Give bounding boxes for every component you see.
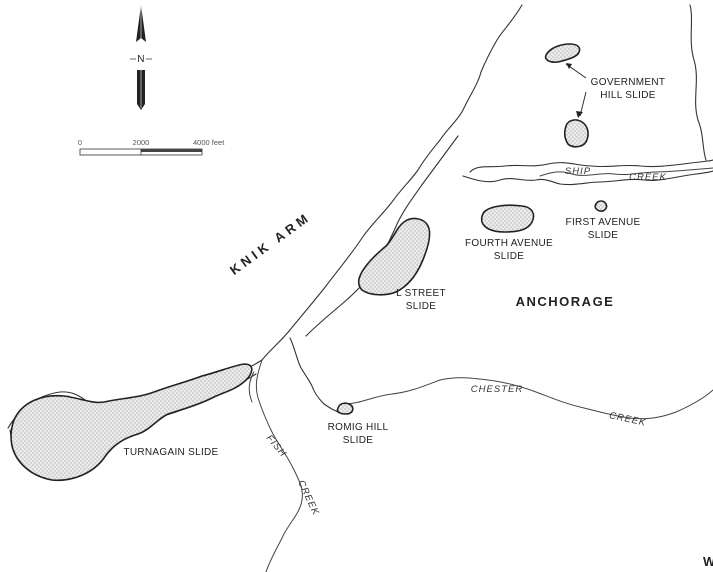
- north-label: N: [137, 54, 145, 65]
- label-romig-hill-2: SLIDE: [343, 435, 373, 446]
- map-labels: GOVERNMENT HILL SLIDE SHIP CREEK FIRST A…: [123, 77, 713, 569]
- scale-bar: 0 2000 4000 feet: [78, 138, 225, 156]
- government-hill-upper-slide: [544, 43, 581, 63]
- label-chester-creek-1: CHESTER: [471, 384, 523, 395]
- label-first-avenue-1: FIRST AVENUE: [566, 217, 641, 228]
- fish-creek-tributary: [248, 371, 255, 403]
- turnagain-slide: [10, 363, 253, 482]
- government-hill-lower-slide: [563, 119, 589, 148]
- l-street-slide: [357, 217, 431, 296]
- label-chester-creek-2: CREEK: [608, 410, 647, 429]
- label-fish-creek-2: CREEK: [295, 479, 321, 518]
- slide-areas: [10, 43, 608, 482]
- ship-creek-line: [539, 167, 713, 177]
- label-anchorage: ANCHORAGE: [516, 294, 615, 309]
- pointer-arrow-down-icon: [576, 111, 583, 118]
- fish-creek-line: [255, 359, 303, 572]
- chester-creek-line: [343, 377, 713, 420]
- corner-fragment-text: W: [703, 554, 713, 569]
- label-turnagain: TURNAGAIN SLIDE: [123, 447, 218, 458]
- creeks: [248, 167, 713, 572]
- label-l-street-2: SLIDE: [406, 301, 436, 312]
- label-ship-creek-2: CREEK: [629, 172, 667, 183]
- scale-tick-4000: 4000 feet: [193, 138, 225, 147]
- label-knik-arm: KNIK ARM: [227, 209, 314, 278]
- label-romig-hill-1: ROMIG HILL: [328, 422, 389, 433]
- label-fourth-avenue-2: SLIDE: [494, 251, 524, 262]
- government-hill-bluff: [469, 159, 713, 173]
- ship-creek-south-bank: [462, 170, 713, 186]
- romig-hill-slide: [336, 402, 354, 415]
- fish-creek-bluff: [289, 337, 345, 415]
- label-government-hill-2: HILL SLIDE: [600, 90, 655, 101]
- label-fish-creek-1: FISH: [264, 433, 289, 460]
- knik-arm-shoreline: [261, 4, 523, 361]
- scale-tick-2000: 2000: [133, 138, 150, 147]
- government-hill-pointers: [565, 63, 587, 118]
- label-government-hill-1: GOVERNMENT: [591, 77, 666, 88]
- label-ship-creek-1: SHIP: [565, 166, 591, 177]
- fourth-avenue-slide: [480, 204, 535, 233]
- label-l-street-1: L STREET: [396, 288, 446, 299]
- scale-tick-0: 0: [78, 138, 82, 147]
- first-avenue-slide: [594, 200, 608, 212]
- north-arrow: N: [130, 5, 152, 110]
- label-first-avenue-2: SLIDE: [588, 230, 618, 241]
- east-bluff: [689, 4, 707, 161]
- label-fourth-avenue-1: FOURTH AVENUE: [465, 238, 553, 249]
- pointer-arrow-up-icon: [566, 63, 572, 69]
